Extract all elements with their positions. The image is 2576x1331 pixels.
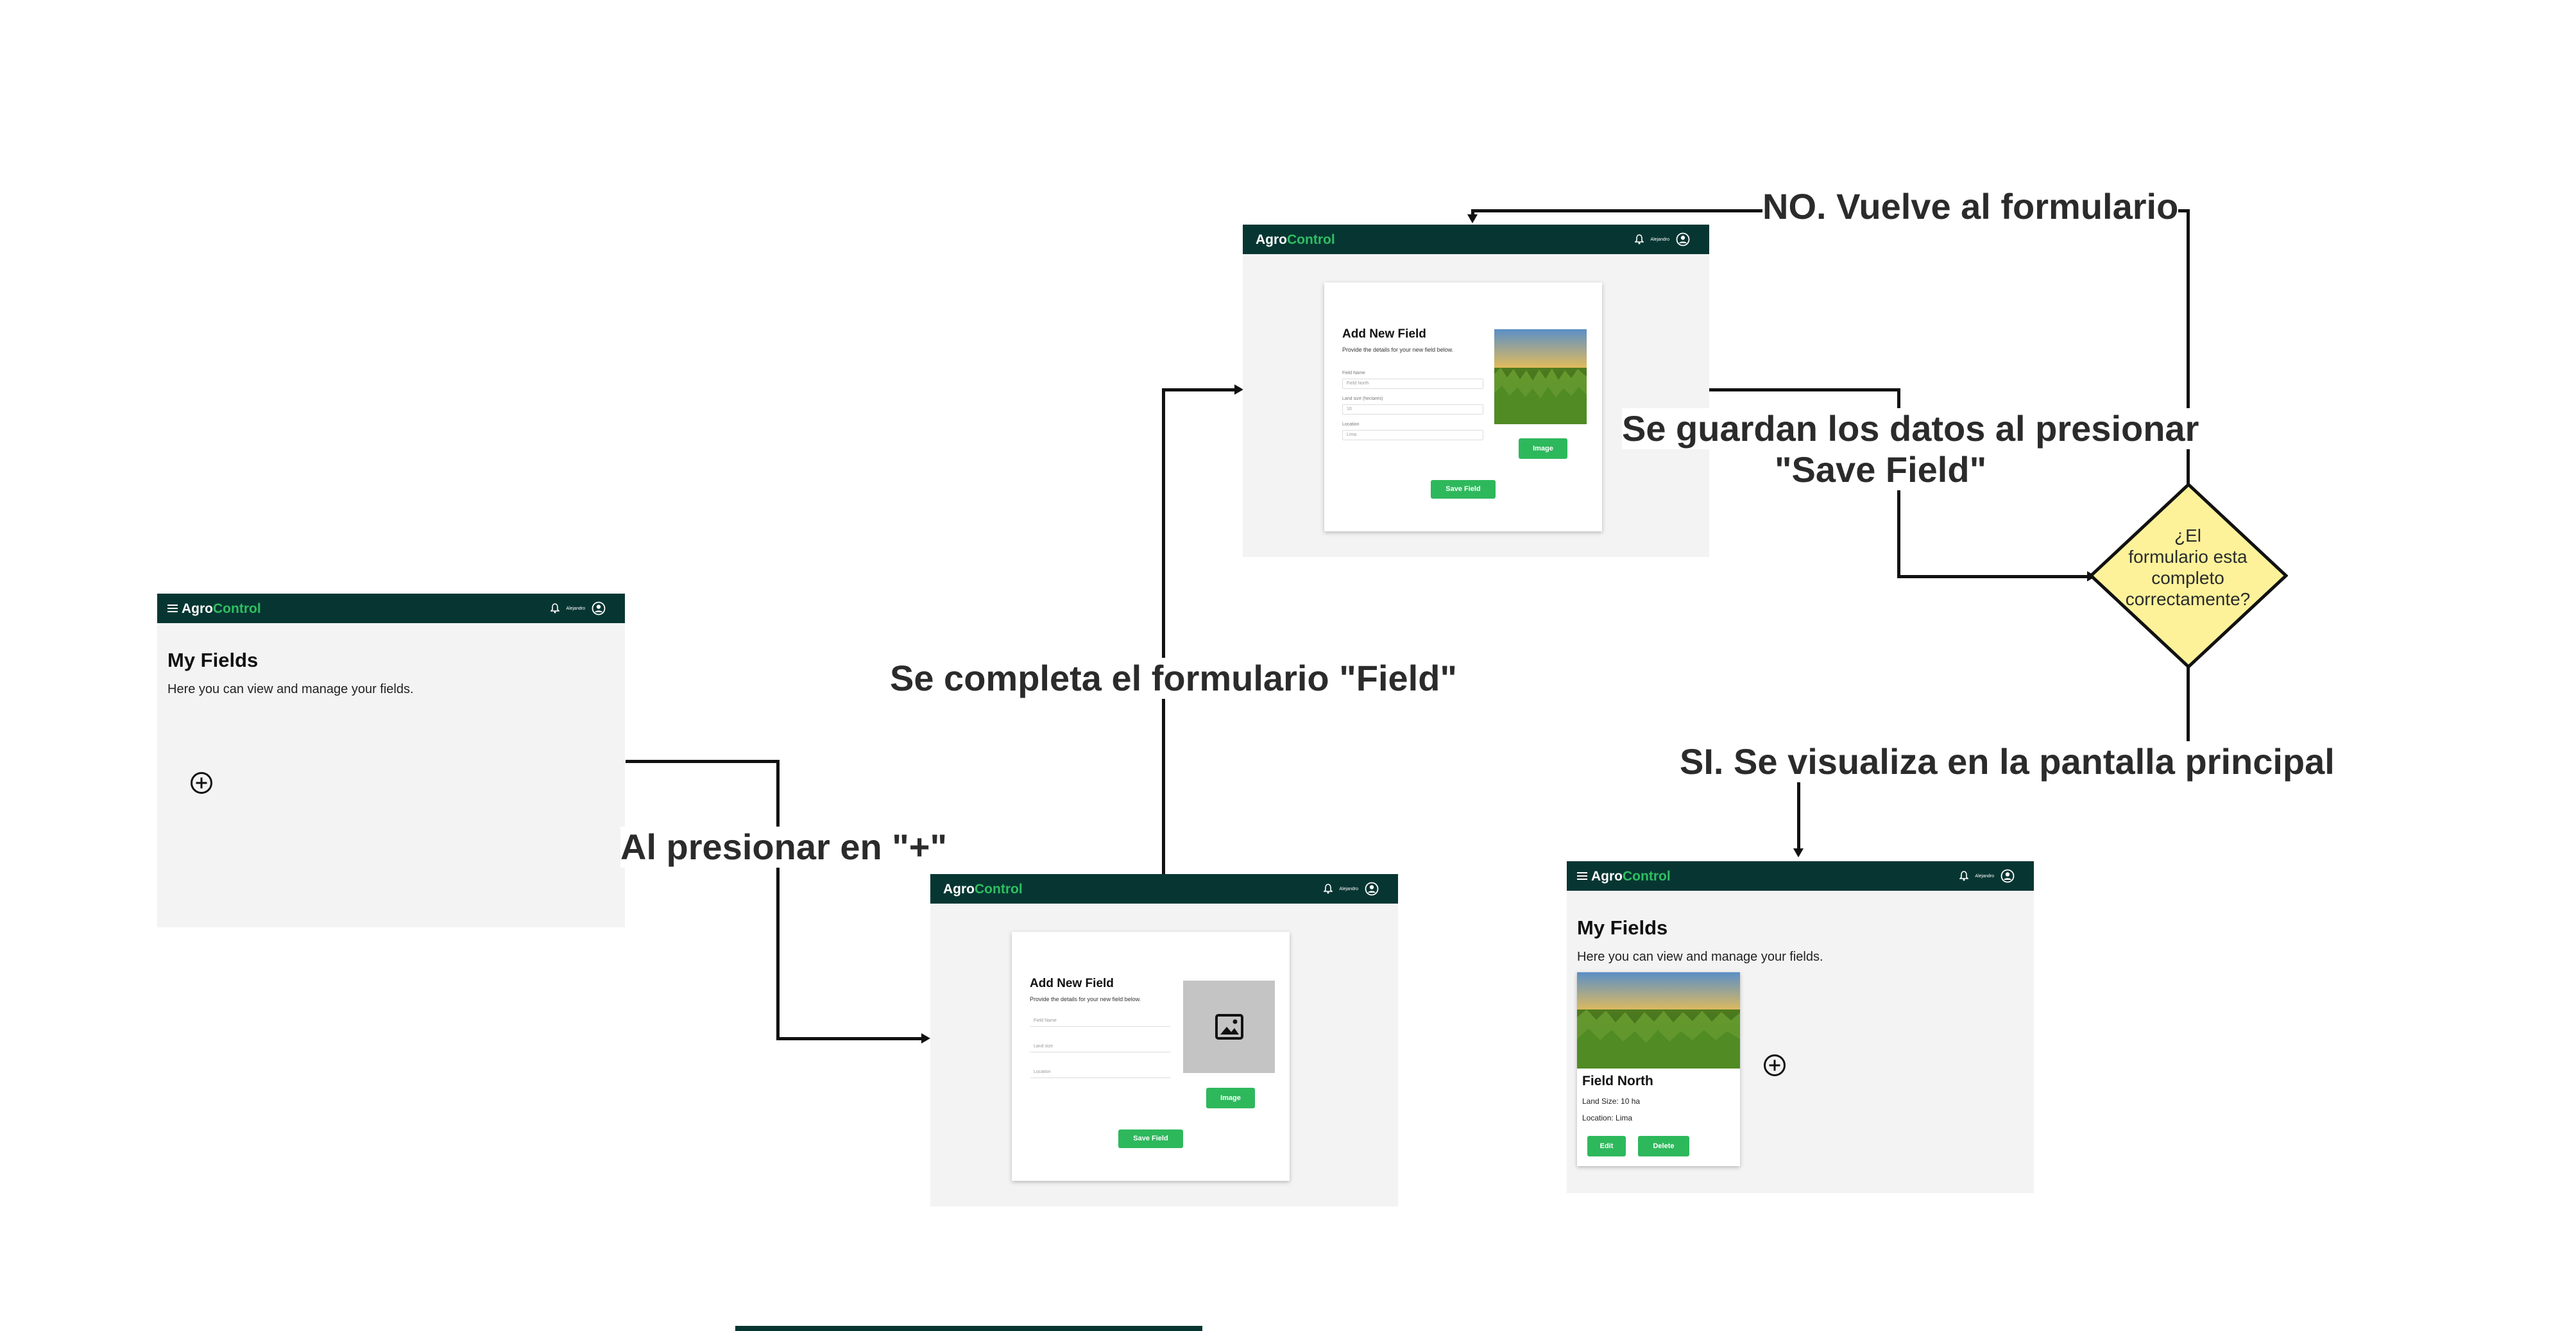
decision-line-1: ¿El — [2174, 526, 2201, 545]
image-button[interactable]: Image — [1519, 438, 1567, 459]
field-card[interactable]: Field North Land Size: 10 ha Location: L… — [1577, 972, 1740, 1166]
screen-my-fields-empty: AgroControl Alejandro My Fields Here you… — [157, 594, 625, 927]
user-circle-icon[interactable] — [592, 601, 606, 615]
location-label: Location — [1342, 422, 1360, 427]
image-placeholder-icon — [1215, 1014, 1243, 1040]
label-press-plus: Al presionar en "+" — [620, 827, 948, 868]
edge-form-to-filled — [1162, 388, 1165, 874]
location-input[interactable]: Lima — [1342, 430, 1483, 440]
edge-decision-no-vertical — [2187, 209, 2190, 484]
edge-form-to-filled-top — [1162, 388, 1236, 391]
form-subtitle: Provide the details for your new field b… — [1342, 347, 1454, 353]
save-field-button[interactable]: Save Field — [1431, 480, 1496, 499]
partial-screen-bar — [735, 1326, 1202, 1331]
edge-decision-no-down — [1471, 209, 1474, 217]
user-name: Alejandro — [1339, 886, 1358, 891]
edge-filled-to-decision-bottom — [1897, 575, 2090, 578]
edge-myfields-to-form-vertical — [776, 760, 780, 1040]
navbar: AgroControl Alejandro — [1243, 225, 1709, 254]
screen-add-field-filled: AgroControl Alejandro Add New Field Prov… — [1243, 225, 1709, 557]
field-name-input[interactable]: Field Name — [1030, 1017, 1171, 1027]
edit-button[interactable]: Edit — [1587, 1136, 1626, 1156]
decision-text: ¿El formulario esta completo correctamen… — [2124, 525, 2252, 610]
user-name: Alejandro — [1975, 873, 1994, 879]
image-placeholder — [1183, 981, 1275, 1073]
page-title: My Fields — [1577, 916, 1668, 939]
user-name: Alejandro — [566, 606, 585, 611]
bell-icon[interactable] — [1324, 884, 1333, 894]
land-size-input[interactable]: Land size — [1030, 1042, 1171, 1052]
arrowhead-back-to-form — [1467, 214, 1478, 223]
plus-circle-icon[interactable] — [1763, 1054, 1786, 1077]
menu-icon[interactable] — [1577, 872, 1587, 880]
label-save-data-1: Se guardan los datos al presionar — [1622, 408, 2199, 449]
form-title: Add New Field — [1342, 327, 1426, 341]
screen-my-fields-result: AgroControl Alejandro My Fields Here you… — [1567, 861, 2034, 1193]
edge-myfields-to-form — [626, 760, 779, 763]
arrowhead-to-filled-form — [1234, 384, 1243, 395]
label-save-data-2: "Save Field" — [1775, 449, 1987, 490]
bell-icon[interactable] — [1959, 871, 1969, 881]
menu-icon[interactable] — [167, 604, 178, 613]
label-complete-form: Se completa el formulario "Field" — [890, 658, 1457, 699]
page-subtitle: Here you can view and manage your fields… — [167, 682, 414, 696]
edge-decision-yes-vertical — [2187, 667, 2190, 744]
user-name: Alejandro — [1650, 237, 1669, 242]
field-photo — [1494, 329, 1587, 424]
brand-logo[interactable]: AgroControl — [943, 882, 1023, 897]
navbar: AgroControl Alejandro — [157, 594, 625, 623]
image-button[interactable]: Image — [1206, 1088, 1255, 1108]
brand-logo[interactable]: AgroControl — [1256, 232, 1335, 247]
edge-yes-to-result — [1797, 782, 1800, 851]
field-card-photo — [1577, 972, 1740, 1069]
arrowhead-to-empty-form — [921, 1033, 930, 1043]
page-subtitle: Here you can view and manage your fields… — [1577, 950, 1823, 964]
brand-logo[interactable]: AgroControl — [182, 601, 261, 616]
decision-line-4: correctamente? — [2125, 589, 2251, 609]
field-card-name: Field North — [1582, 1074, 1653, 1088]
screen-add-field-empty: AgroControl Alejandro Add New Field Prov… — [930, 874, 1398, 1206]
form-subtitle: Provide the details for your new field b… — [1030, 996, 1141, 1002]
field-name-label: Field Name — [1342, 371, 1365, 375]
location-input[interactable]: Location — [1030, 1068, 1171, 1078]
field-name-input[interactable]: Field North — [1342, 379, 1483, 389]
edge-myfields-to-form-bottom — [776, 1037, 924, 1040]
field-card-land-size: Land Size: 10 ha — [1582, 1097, 1641, 1106]
bell-icon[interactable] — [1635, 234, 1644, 245]
plus-circle-icon[interactable] — [190, 771, 213, 794]
arrowhead-to-result — [1793, 848, 1804, 857]
decision-line-2: formulario esta — [2128, 547, 2248, 567]
decision-node — [2089, 483, 2288, 669]
navbar: AgroControl Alejandro — [1567, 861, 2034, 891]
label-yes-main: SI. Se visualiza en la pantalla principa… — [1680, 741, 2335, 782]
page-title: My Fields — [167, 649, 259, 671]
decision-line-3: completo — [2151, 568, 2224, 588]
form-title: Add New Field — [1030, 977, 1114, 990]
user-circle-icon[interactable] — [1365, 882, 1379, 896]
label-no-back: NO. Vuelve al formulario — [1762, 186, 2179, 227]
save-field-button[interactable]: Save Field — [1118, 1129, 1183, 1148]
user-circle-icon[interactable] — [1676, 232, 1690, 246]
delete-button[interactable]: Delete — [1638, 1136, 1689, 1156]
brand-logo[interactable]: AgroControl — [1591, 869, 1671, 884]
bell-icon[interactable] — [550, 603, 560, 614]
form-card: Add New Field Provide the details for yo… — [1012, 932, 1290, 1181]
land-size-input[interactable]: 10 — [1342, 404, 1483, 415]
navbar: AgroControl Alejandro — [930, 874, 1398, 904]
user-circle-icon[interactable] — [2000, 869, 2015, 883]
edge-filled-to-decision — [1707, 388, 1900, 391]
form-card: Add New Field Provide the details for yo… — [1324, 282, 1602, 531]
land-size-label: Land size (hectares) — [1342, 397, 1383, 401]
field-card-location: Location: Lima — [1582, 1113, 1633, 1122]
